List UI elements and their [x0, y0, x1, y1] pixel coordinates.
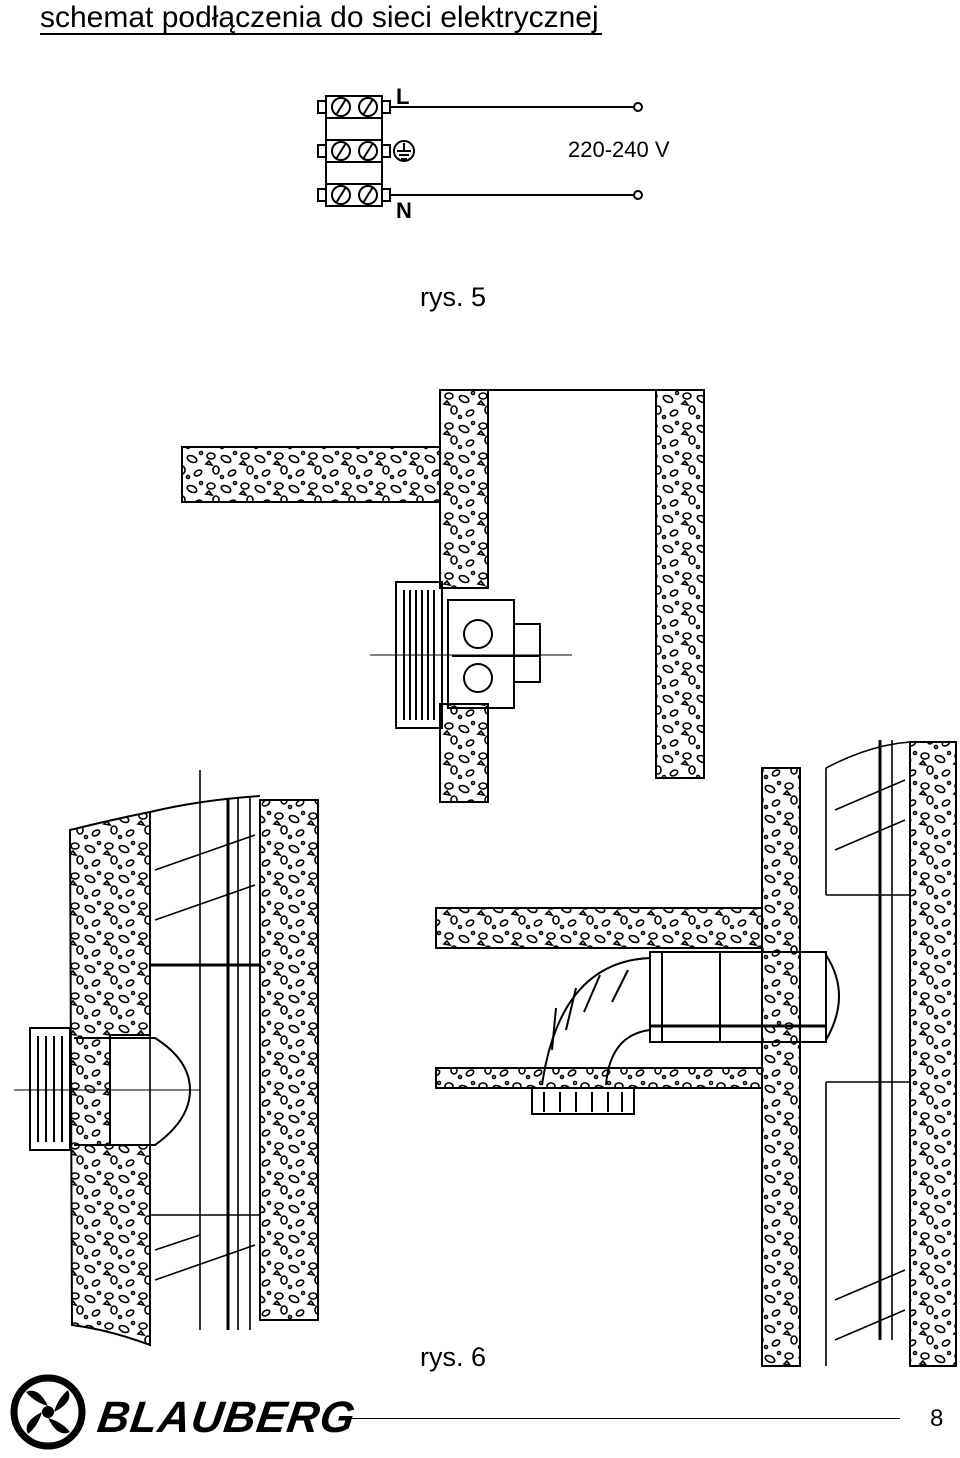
- voltage-label: 220-240 V: [568, 137, 670, 162]
- duct-elbow: [541, 957, 651, 1086]
- fan-grille-left: [14, 1027, 200, 1151]
- blauberg-logo-icon: [10, 1374, 86, 1450]
- earth-icon: [393, 140, 415, 162]
- fan-body: [370, 599, 572, 709]
- page-title: schemat podłączenia do sieci elektryczne…: [40, 1, 599, 34]
- terminal-label-n: N: [396, 198, 412, 223]
- terminal-row-earth: [317, 139, 391, 163]
- duct-fan-drawing-left: [14, 770, 319, 1347]
- title-underline: [40, 33, 602, 35]
- wiring-diagram: [317, 95, 643, 207]
- terminal-row-l: [317, 95, 391, 119]
- page-number: 8: [930, 1405, 944, 1432]
- figure-caption-6: rys. 6: [420, 1342, 487, 1372]
- fan-grille-right: [531, 1087, 635, 1115]
- duct-fan-drawing-right: [435, 740, 957, 1367]
- footer-rule: [345, 1418, 900, 1419]
- wall-mounted-fan-drawing: [181, 389, 705, 803]
- horizontal-duct: [649, 951, 840, 1043]
- figure-caption-5: rys. 5: [420, 282, 487, 312]
- terminal-row-n: [317, 183, 391, 207]
- brand-logo-text: BLAUBERG: [94, 1393, 359, 1442]
- terminal-label-l: L: [396, 84, 410, 109]
